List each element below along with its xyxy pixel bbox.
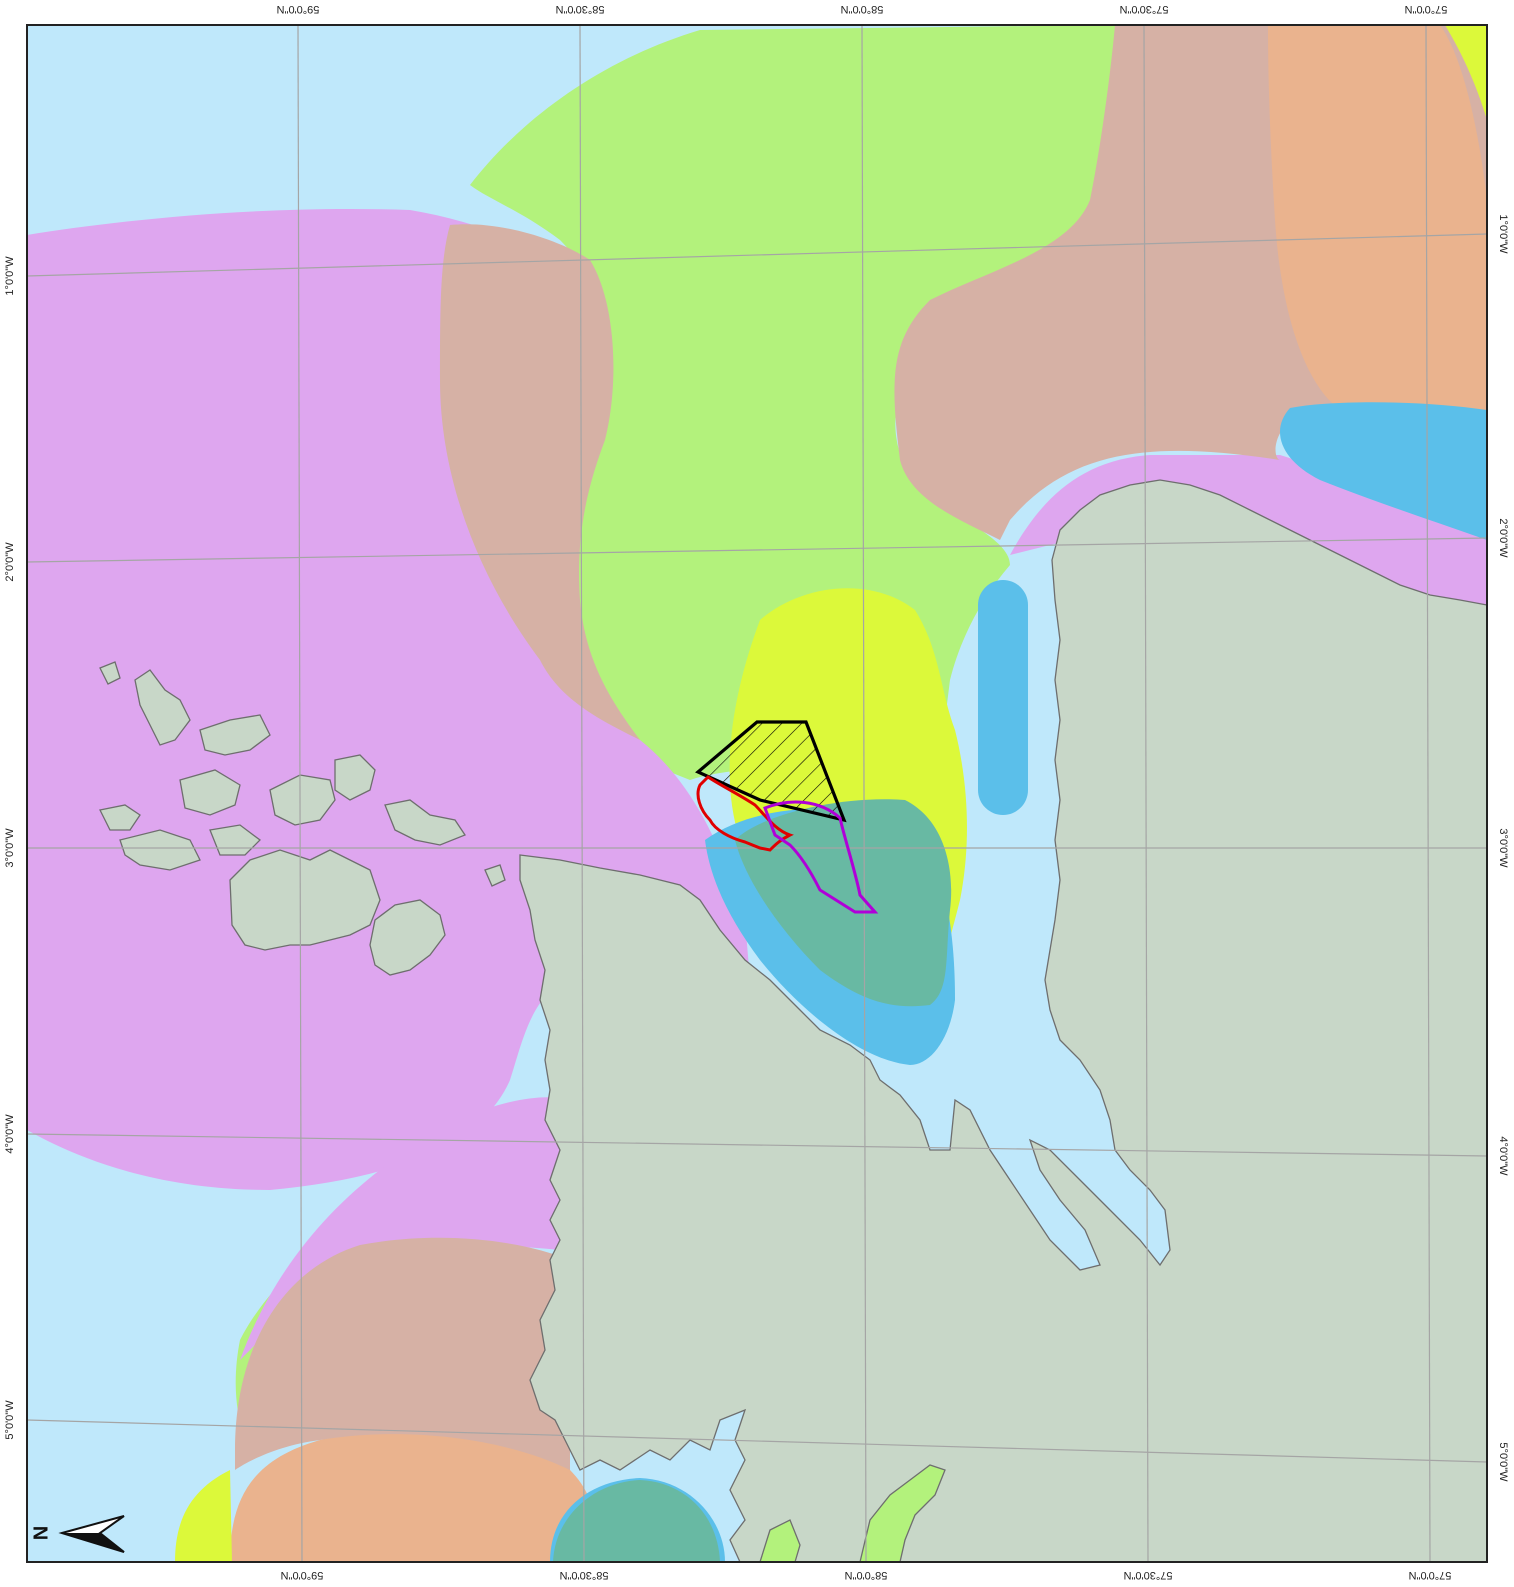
magenta-zone-lower [240, 1097, 560, 1360]
land-island-mid-4 [384, 799, 466, 846]
brown-zone-middle [440, 224, 640, 741]
left-labels: 1°0'0"W 2°0'0"W 3°0'0"W 4°0'0"W 5°0'0"W [4, 256, 16, 1440]
right-labels: 1°0'0"W 2°0'0"W 3°0'0"W 4°0'0"W 5°0'0"W [1497, 214, 1509, 1482]
land-layer [99, 479, 1487, 1562]
land-island-north-1 [134, 669, 191, 746]
right-label-3: 3°0'0"W [1497, 828, 1509, 868]
orange-zone-lower [230, 1434, 596, 1562]
blue-zone-strip [978, 580, 1028, 815]
bottom-label-3: 58°0'0"N [845, 1569, 888, 1581]
teal-zone-central [735, 799, 952, 1007]
land-island-bottom-1 [859, 1464, 946, 1562]
top-label-1: 59°0'0"N [277, 3, 320, 15]
right-label-1: 1°0'0"W [1497, 214, 1509, 254]
graticule [27, 25, 1487, 1562]
bottom-labels: 59°0'0"N 58°30'0"N 58°0'0"N 57°30'0"N 57… [281, 1569, 1452, 1581]
top-labels: 59°0'0"N 58°30'0"N 58°0'0"N 57°30'0"N 57… [277, 3, 1448, 15]
land-island-mid-3 [334, 754, 376, 801]
zone-layer [27, 25, 1487, 1562]
purple-outline-area [763, 800, 879, 914]
left-label-3: 3°0'0"W [4, 828, 16, 868]
land-island-small-1 [99, 661, 121, 685]
bottom-label-1: 59°0'0"N [281, 1569, 324, 1581]
land-mainland [519, 479, 1487, 1562]
blue-zone-right [1280, 402, 1487, 540]
bottom-label-4: 57°30'0"N [1123, 1569, 1172, 1581]
bottom-label-5: 57°0'0"N [1409, 1569, 1452, 1581]
land-island-west-2 [119, 829, 201, 871]
land-island-mid-2 [269, 774, 336, 826]
red-outline-area [696, 775, 794, 852]
green-zone-upper [470, 25, 1116, 780]
north-arrow: N [30, 1515, 125, 1553]
left-label-1: 1°0'0"W [4, 256, 16, 296]
map-frame [26, 24, 1488, 1563]
top-label-3: 58°0'0"N [841, 3, 884, 15]
left-label-2: 2°0'0"W [4, 542, 16, 582]
left-label-5: 5°0'0"W [4, 1400, 16, 1440]
top-label-5: 57°0'0"N [1405, 3, 1448, 15]
land-island-west-1 [99, 804, 141, 831]
north-arrow-label: N [30, 1526, 52, 1540]
right-label-5: 5°0'0"W [1497, 1442, 1509, 1482]
orange-zone-top-right [1268, 25, 1487, 410]
land-island-east [369, 899, 446, 976]
yellow-zone-lower [175, 1470, 232, 1562]
teal-zone-lower [553, 1480, 720, 1562]
yellow-zone-top-right [1445, 25, 1487, 120]
top-label-2: 58°30'0"N [555, 3, 604, 15]
land-island-north-2 [199, 714, 271, 756]
top-label-4: 57°30'0"N [1119, 3, 1168, 15]
land-island-bottom-2 [759, 1519, 801, 1562]
left-label-4: 4°0'0"W [4, 1114, 16, 1154]
hatched-area [695, 720, 847, 823]
brown-zone-lower [235, 1237, 570, 1500]
land-island-mid-1 [179, 769, 241, 816]
land-island-small-2 [484, 864, 506, 887]
right-label-2: 2°0'0"W [1497, 518, 1509, 558]
right-label-4: 4°0'0"W [1497, 1136, 1509, 1176]
bottom-label-2: 58°30'0"N [559, 1569, 608, 1581]
